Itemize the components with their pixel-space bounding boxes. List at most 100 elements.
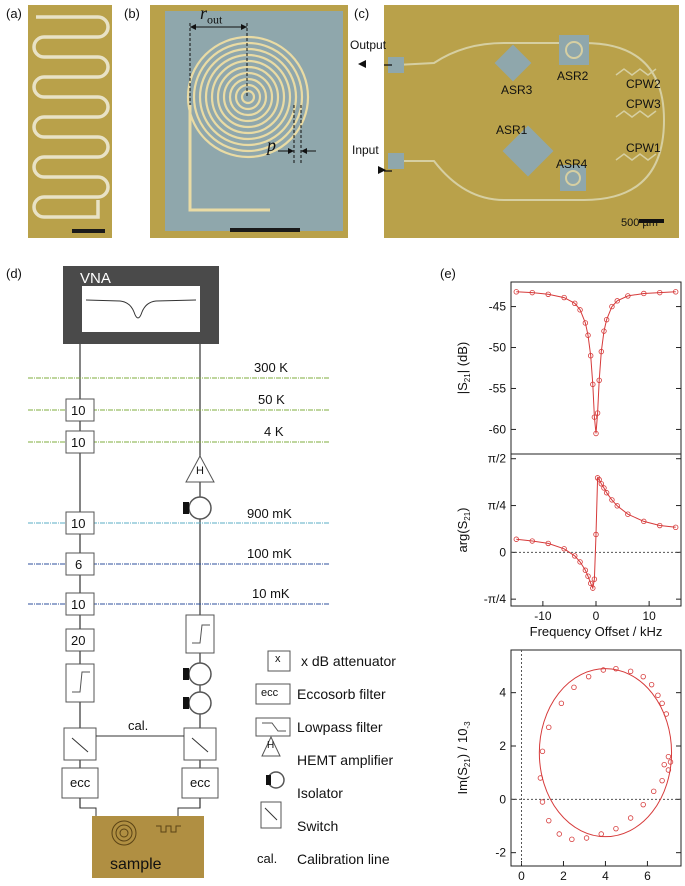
data-point xyxy=(513,289,520,295)
data-point xyxy=(571,684,577,691)
y-tick-label: -50 xyxy=(489,341,507,355)
output-arrowhead xyxy=(358,60,366,68)
data-point xyxy=(545,540,551,547)
scale-bar xyxy=(72,229,105,233)
scale-label-c: 500 µm xyxy=(621,217,658,229)
pitch-label: p xyxy=(267,135,276,155)
data-point xyxy=(582,567,589,573)
micrograph-b: rout p xyxy=(150,3,348,238)
scale-bar xyxy=(230,228,300,232)
data-point xyxy=(585,332,591,338)
y-axis-label: |S21| (dB) xyxy=(455,342,472,395)
y-tick-label: 0 xyxy=(499,792,506,806)
asr4-label: ASR4 xyxy=(556,157,588,171)
data-point xyxy=(546,724,552,731)
data-point xyxy=(627,668,634,675)
y-tick-label: π/2 xyxy=(488,452,507,466)
y-axis-label: arg(S21) xyxy=(455,507,472,552)
vna-label: VNA xyxy=(80,270,111,287)
attenuator-10-c xyxy=(65,511,95,535)
micrograph-a xyxy=(28,5,112,238)
ecc-label-left: ecc xyxy=(70,775,91,790)
data-point xyxy=(672,289,679,295)
asr2-chip xyxy=(559,35,589,65)
data-point xyxy=(627,815,634,821)
x-tick-label: 0 xyxy=(593,609,600,623)
cpw2-label: CPW2 xyxy=(626,77,661,91)
output-pad xyxy=(388,57,404,73)
y-axis-label: Im(S21) / 10-3 xyxy=(455,721,472,795)
cal-label: cal. xyxy=(128,718,149,733)
isolator-4k xyxy=(188,496,212,520)
data-point xyxy=(546,817,552,824)
data-point xyxy=(556,831,562,837)
y-tick-label: 4 xyxy=(499,686,506,700)
legend-icon-attenuator: x xyxy=(275,653,281,665)
legend-calibration: Calibration line xyxy=(297,851,390,867)
data-point xyxy=(601,328,607,334)
legend-eccosorb: Eccosorb filter xyxy=(297,686,386,702)
wiring-diagram xyxy=(28,266,330,878)
x-tick-label: 2 xyxy=(560,869,567,883)
data-point xyxy=(582,320,589,326)
temp-4k: 4 K xyxy=(264,424,284,439)
data-point xyxy=(585,673,592,680)
data-point xyxy=(625,511,631,517)
attenuator-label: 10 xyxy=(71,597,86,612)
cpw-meanders xyxy=(615,68,657,161)
sample-meander-icon xyxy=(156,825,181,833)
legend-icon-cal: cal. xyxy=(257,851,278,866)
data-point xyxy=(577,559,583,565)
attenuator-label: 10 xyxy=(71,435,86,450)
data-point xyxy=(545,291,551,297)
data-point xyxy=(614,298,620,304)
asr1-chip xyxy=(502,125,554,177)
x-tick-label: 6 xyxy=(644,869,651,883)
data-point xyxy=(609,497,615,503)
ecc-filter-right xyxy=(181,767,219,799)
data-point xyxy=(539,799,546,805)
y-tick-label: -2 xyxy=(495,846,506,860)
asr4-chip xyxy=(560,165,586,191)
data-point xyxy=(583,835,590,841)
data-point xyxy=(657,522,663,529)
data-point xyxy=(561,294,567,301)
switch-right xyxy=(183,727,217,761)
data-point xyxy=(598,348,605,355)
data-point xyxy=(665,767,672,773)
r-out-label: rout xyxy=(200,3,223,27)
isolator-2 xyxy=(188,691,212,715)
sample-spiral-icon xyxy=(111,820,137,846)
feed-line xyxy=(188,105,270,212)
temp-300k: 300 K xyxy=(254,360,288,375)
attenuator-label: 20 xyxy=(71,633,86,648)
data-point xyxy=(614,503,620,509)
fit-circle xyxy=(538,668,673,838)
feedline xyxy=(395,42,666,201)
data-point xyxy=(561,546,567,552)
ecc-label-right: ecc xyxy=(190,775,211,790)
data-point xyxy=(641,518,647,525)
switch-left xyxy=(63,727,97,761)
data-point xyxy=(594,475,601,481)
temp-10mk: 10 mK xyxy=(252,586,290,601)
data-point xyxy=(672,524,679,531)
data-point xyxy=(590,585,596,591)
legend-hemt: HEMT amplifier xyxy=(297,752,394,768)
data-point xyxy=(648,681,655,688)
data-point xyxy=(667,759,674,765)
data-point xyxy=(609,303,615,310)
data-point xyxy=(569,836,575,843)
attenuator-label: 10 xyxy=(71,516,86,531)
attenuator-10-b xyxy=(65,430,95,454)
data-point xyxy=(665,753,672,760)
panel-label-c: (c) xyxy=(354,6,370,21)
output-label: Output xyxy=(350,38,387,52)
micrograph-c: ASR3 ASR2 CPW2 CPW3 ASR1 ASR4 CPW1 500 µ… xyxy=(384,5,679,238)
data-point xyxy=(529,289,535,296)
data-point xyxy=(529,538,535,544)
data-point xyxy=(651,788,657,795)
y-tick-label: -55 xyxy=(489,381,507,395)
sample-label: sample xyxy=(110,856,162,873)
legend-switch: Switch xyxy=(297,818,339,834)
